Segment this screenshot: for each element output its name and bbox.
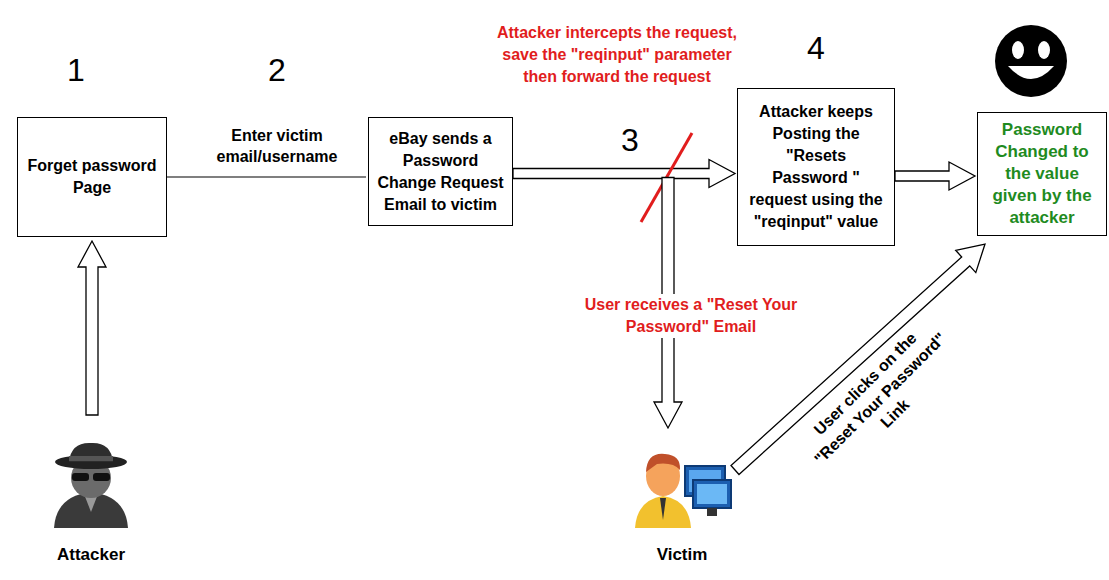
attacker-icon bbox=[36, 440, 146, 530]
callout-number: 1 bbox=[56, 52, 96, 89]
person-label: Attacker bbox=[36, 544, 146, 566]
callout-number: 3 bbox=[610, 122, 650, 159]
flow-arrow bbox=[513, 160, 735, 188]
edge-label: Enter victim email/username bbox=[190, 125, 365, 167]
flow-arrow bbox=[78, 241, 106, 415]
edge-label: User receives a "Reset Your Password" Em… bbox=[573, 294, 809, 338]
smiley-icon bbox=[995, 25, 1067, 97]
box-text: Attacker keeps Posting the "Resets Passw… bbox=[746, 101, 886, 233]
process-box: Attacker keeps Posting the "Resets Passw… bbox=[737, 88, 895, 246]
callout-number: 4 bbox=[796, 30, 836, 67]
process-box: eBay sends a Password Change Request Ema… bbox=[368, 117, 513, 226]
box-text: Password Changed to the value given by t… bbox=[986, 119, 1098, 229]
callout-number: 2 bbox=[257, 52, 297, 89]
flow-arrow bbox=[167, 177, 366, 178]
box-text: Forget password Page bbox=[26, 155, 158, 199]
note-text: Attacker intercepts the request, save th… bbox=[492, 22, 742, 88]
victim-icon bbox=[627, 440, 737, 530]
person-figure: Victim bbox=[627, 440, 737, 565]
person-label: Victim bbox=[627, 544, 737, 566]
person-figure: Attacker bbox=[36, 440, 146, 565]
process-box: Password Changed to the value given by t… bbox=[977, 112, 1107, 236]
box-text: eBay sends a Password Change Request Ema… bbox=[377, 128, 504, 216]
process-box: Forget password Page bbox=[17, 117, 167, 237]
flow-arrow bbox=[895, 162, 975, 190]
